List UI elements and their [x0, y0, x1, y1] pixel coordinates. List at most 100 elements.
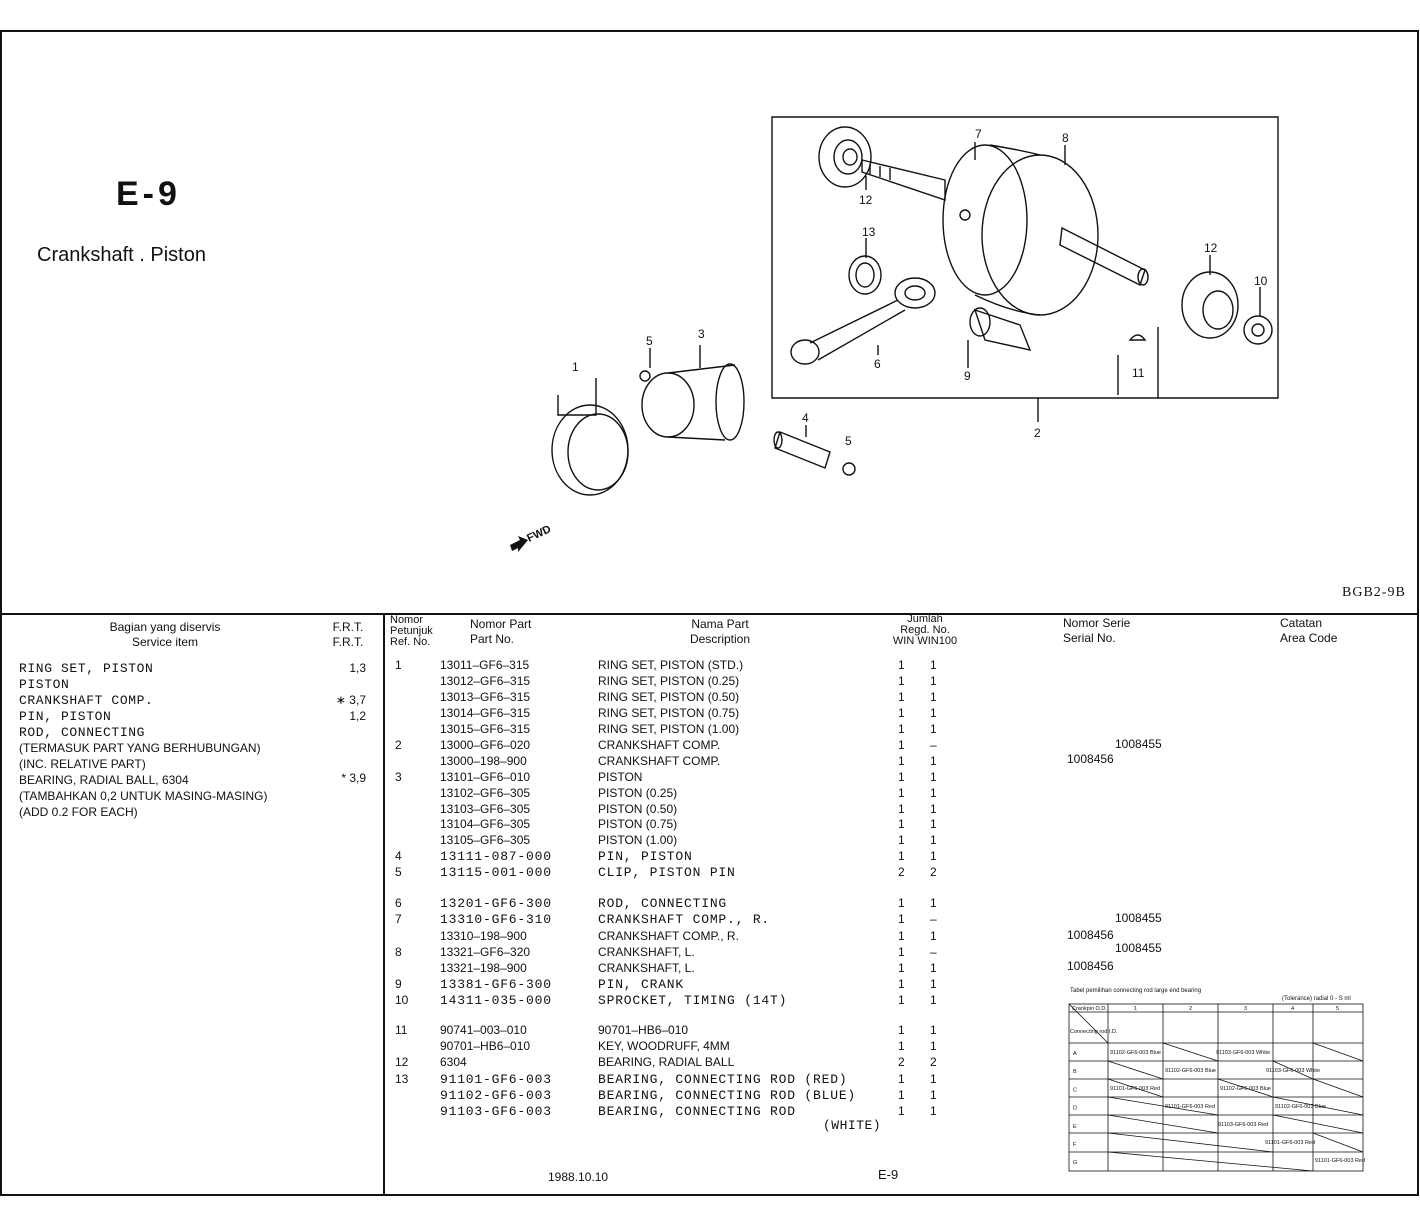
- header-frt: F.R.T.F.R.T.: [332, 620, 364, 649]
- bearing-table-cell: 91101-GF6-003 Red: [1165, 1104, 1215, 1110]
- bearing-table-row: E: [1073, 1124, 1077, 1130]
- bearing-table-cell: 91102-GF6-003 Blue: [1165, 1068, 1216, 1074]
- part-description: PIN, CRANK: [598, 977, 685, 992]
- service-item: PISTON: [19, 677, 70, 692]
- part-description: BEARING, CONNECTING ROD (BLUE): [598, 1088, 857, 1103]
- part-number: 13115-001-000: [440, 865, 552, 880]
- part-description: RING SET, PISTON (0.25): [598, 674, 740, 688]
- part-ref-no: 4: [395, 849, 402, 863]
- qty-win: 1: [898, 1072, 905, 1086]
- bearing-table-row: A: [1073, 1051, 1077, 1057]
- exploded-diagram: FWD 1 2 3 4 5 5 6 7 8 9 10 11 12 12 13: [510, 116, 1279, 552]
- part-number: 13101–GF6–010: [440, 770, 531, 784]
- part-description: CRANKSHAFT COMP.: [598, 738, 721, 752]
- part-ref-no: 3: [395, 770, 402, 784]
- part-description: RING SET, PISTON (STD.): [598, 658, 744, 672]
- footer-date: 1988.10.10: [548, 1170, 609, 1184]
- qty-win: 1: [898, 706, 905, 720]
- bearing-table-row: G: [1073, 1160, 1077, 1166]
- qty-win100: 1: [930, 690, 937, 704]
- qty-win: 1: [898, 912, 905, 926]
- qty-win: 1: [898, 961, 905, 975]
- qty-win100: 1: [930, 706, 937, 720]
- qty-win100: 1: [930, 722, 937, 736]
- part-description: 90701–HB6–010: [598, 1023, 689, 1037]
- serial-number: 1008455: [1115, 737, 1162, 751]
- qty-win100: 2: [930, 1055, 937, 1069]
- callout-6: 6: [874, 357, 881, 371]
- section-title: Crankshaft . Piston: [37, 244, 206, 266]
- part-number: 13011–GF6–315: [440, 658, 530, 672]
- qty-win100: 1: [930, 1104, 937, 1118]
- bearing-table-cell: 91103-GF6-003 White: [1216, 1050, 1270, 1056]
- bearing-table-col: 2: [1189, 1006, 1192, 1012]
- part-description: CRANKSHAFT COMP.: [598, 754, 721, 768]
- bearing-table-title: Tabel pemilihan connecting rod large end…: [1070, 988, 1201, 994]
- part-ref-no: 2: [395, 738, 402, 752]
- part-number: 13103–GF6–305: [440, 802, 531, 816]
- service-item: (INC. RELATIVE PART): [19, 757, 146, 771]
- bearing-table-row: F: [1073, 1142, 1077, 1148]
- bearing-table-cell: 91102-GF6-003 Blue: [1110, 1050, 1161, 1056]
- qty-win: 1: [898, 754, 905, 768]
- qty-win100: 1: [930, 786, 937, 800]
- qty-win: 1: [898, 993, 905, 1007]
- part-description: CRANKSHAFT, L.: [598, 945, 695, 959]
- part-description: ROD, CONNECTING: [598, 896, 728, 911]
- qty-win100: 1: [930, 849, 937, 863]
- callout-3: 3: [698, 327, 705, 341]
- part-number: 91101-GF6-003: [440, 1072, 552, 1087]
- white-note: (WHITE): [823, 1118, 882, 1133]
- service-frt: ∗ 3,7: [335, 693, 366, 707]
- part-number: 13000–198–900: [440, 754, 527, 768]
- bearing-table-cell: 91101-GF6-003 Red: [1265, 1140, 1315, 1146]
- bearing-table-row: D: [1073, 1106, 1077, 1112]
- bearing-table-col: 4: [1291, 1006, 1294, 1012]
- service-item: (ADD 0.2 FOR EACH): [19, 805, 138, 819]
- bearing-table-cell: 91102-GF6-003 Blue: [1275, 1104, 1326, 1110]
- callout-11: 11: [1132, 366, 1145, 380]
- bearing-table-col: 5: [1336, 1006, 1339, 1012]
- service-item: PIN, PISTON: [19, 709, 112, 724]
- qty-win100: 1: [930, 896, 937, 910]
- callout-5a: 5: [646, 334, 653, 348]
- part-number: 13012–GF6–315: [440, 674, 531, 688]
- qty-win: 1: [898, 722, 905, 736]
- part-number: 91102-GF6-003: [440, 1088, 552, 1103]
- part-description: CRANKSHAFT, L.: [598, 961, 695, 975]
- qty-win: 1: [898, 945, 905, 959]
- serial-number: 1008456: [1067, 928, 1114, 942]
- part-description: CRANKSHAFT COMP., R.: [598, 912, 771, 927]
- qty-win: 1: [898, 817, 905, 831]
- callout-10: 10: [1254, 274, 1268, 288]
- qty-win: 1: [898, 833, 905, 847]
- serial-number: 1008455: [1115, 911, 1162, 925]
- part-ref-no: 10: [395, 993, 409, 1007]
- part-number: 90701–HB6–010: [440, 1039, 531, 1053]
- part-number: 13381-GF6-300: [440, 977, 552, 992]
- fwd-label: FWD: [525, 523, 553, 544]
- qty-win100: 1: [930, 993, 937, 1007]
- serial-number: 1008456: [1067, 752, 1114, 766]
- part-number: 13310-GF6-310: [440, 912, 552, 927]
- qty-win100: 1: [930, 770, 937, 784]
- qty-win100: 1: [930, 674, 937, 688]
- bearing-table-unit: (Tolerance) radial 0 - S ml: [1282, 996, 1351, 1002]
- qty-win: 1: [898, 849, 905, 863]
- bearing-table-col-header: Crankpin O.D.: [1072, 1006, 1107, 1012]
- serial-number: 1008456: [1067, 959, 1114, 973]
- part-number: 13105–GF6–305: [440, 833, 531, 847]
- qty-win100: 1: [930, 1088, 937, 1102]
- bearing-table-cell: 91103-GF6-003 White: [1266, 1068, 1320, 1074]
